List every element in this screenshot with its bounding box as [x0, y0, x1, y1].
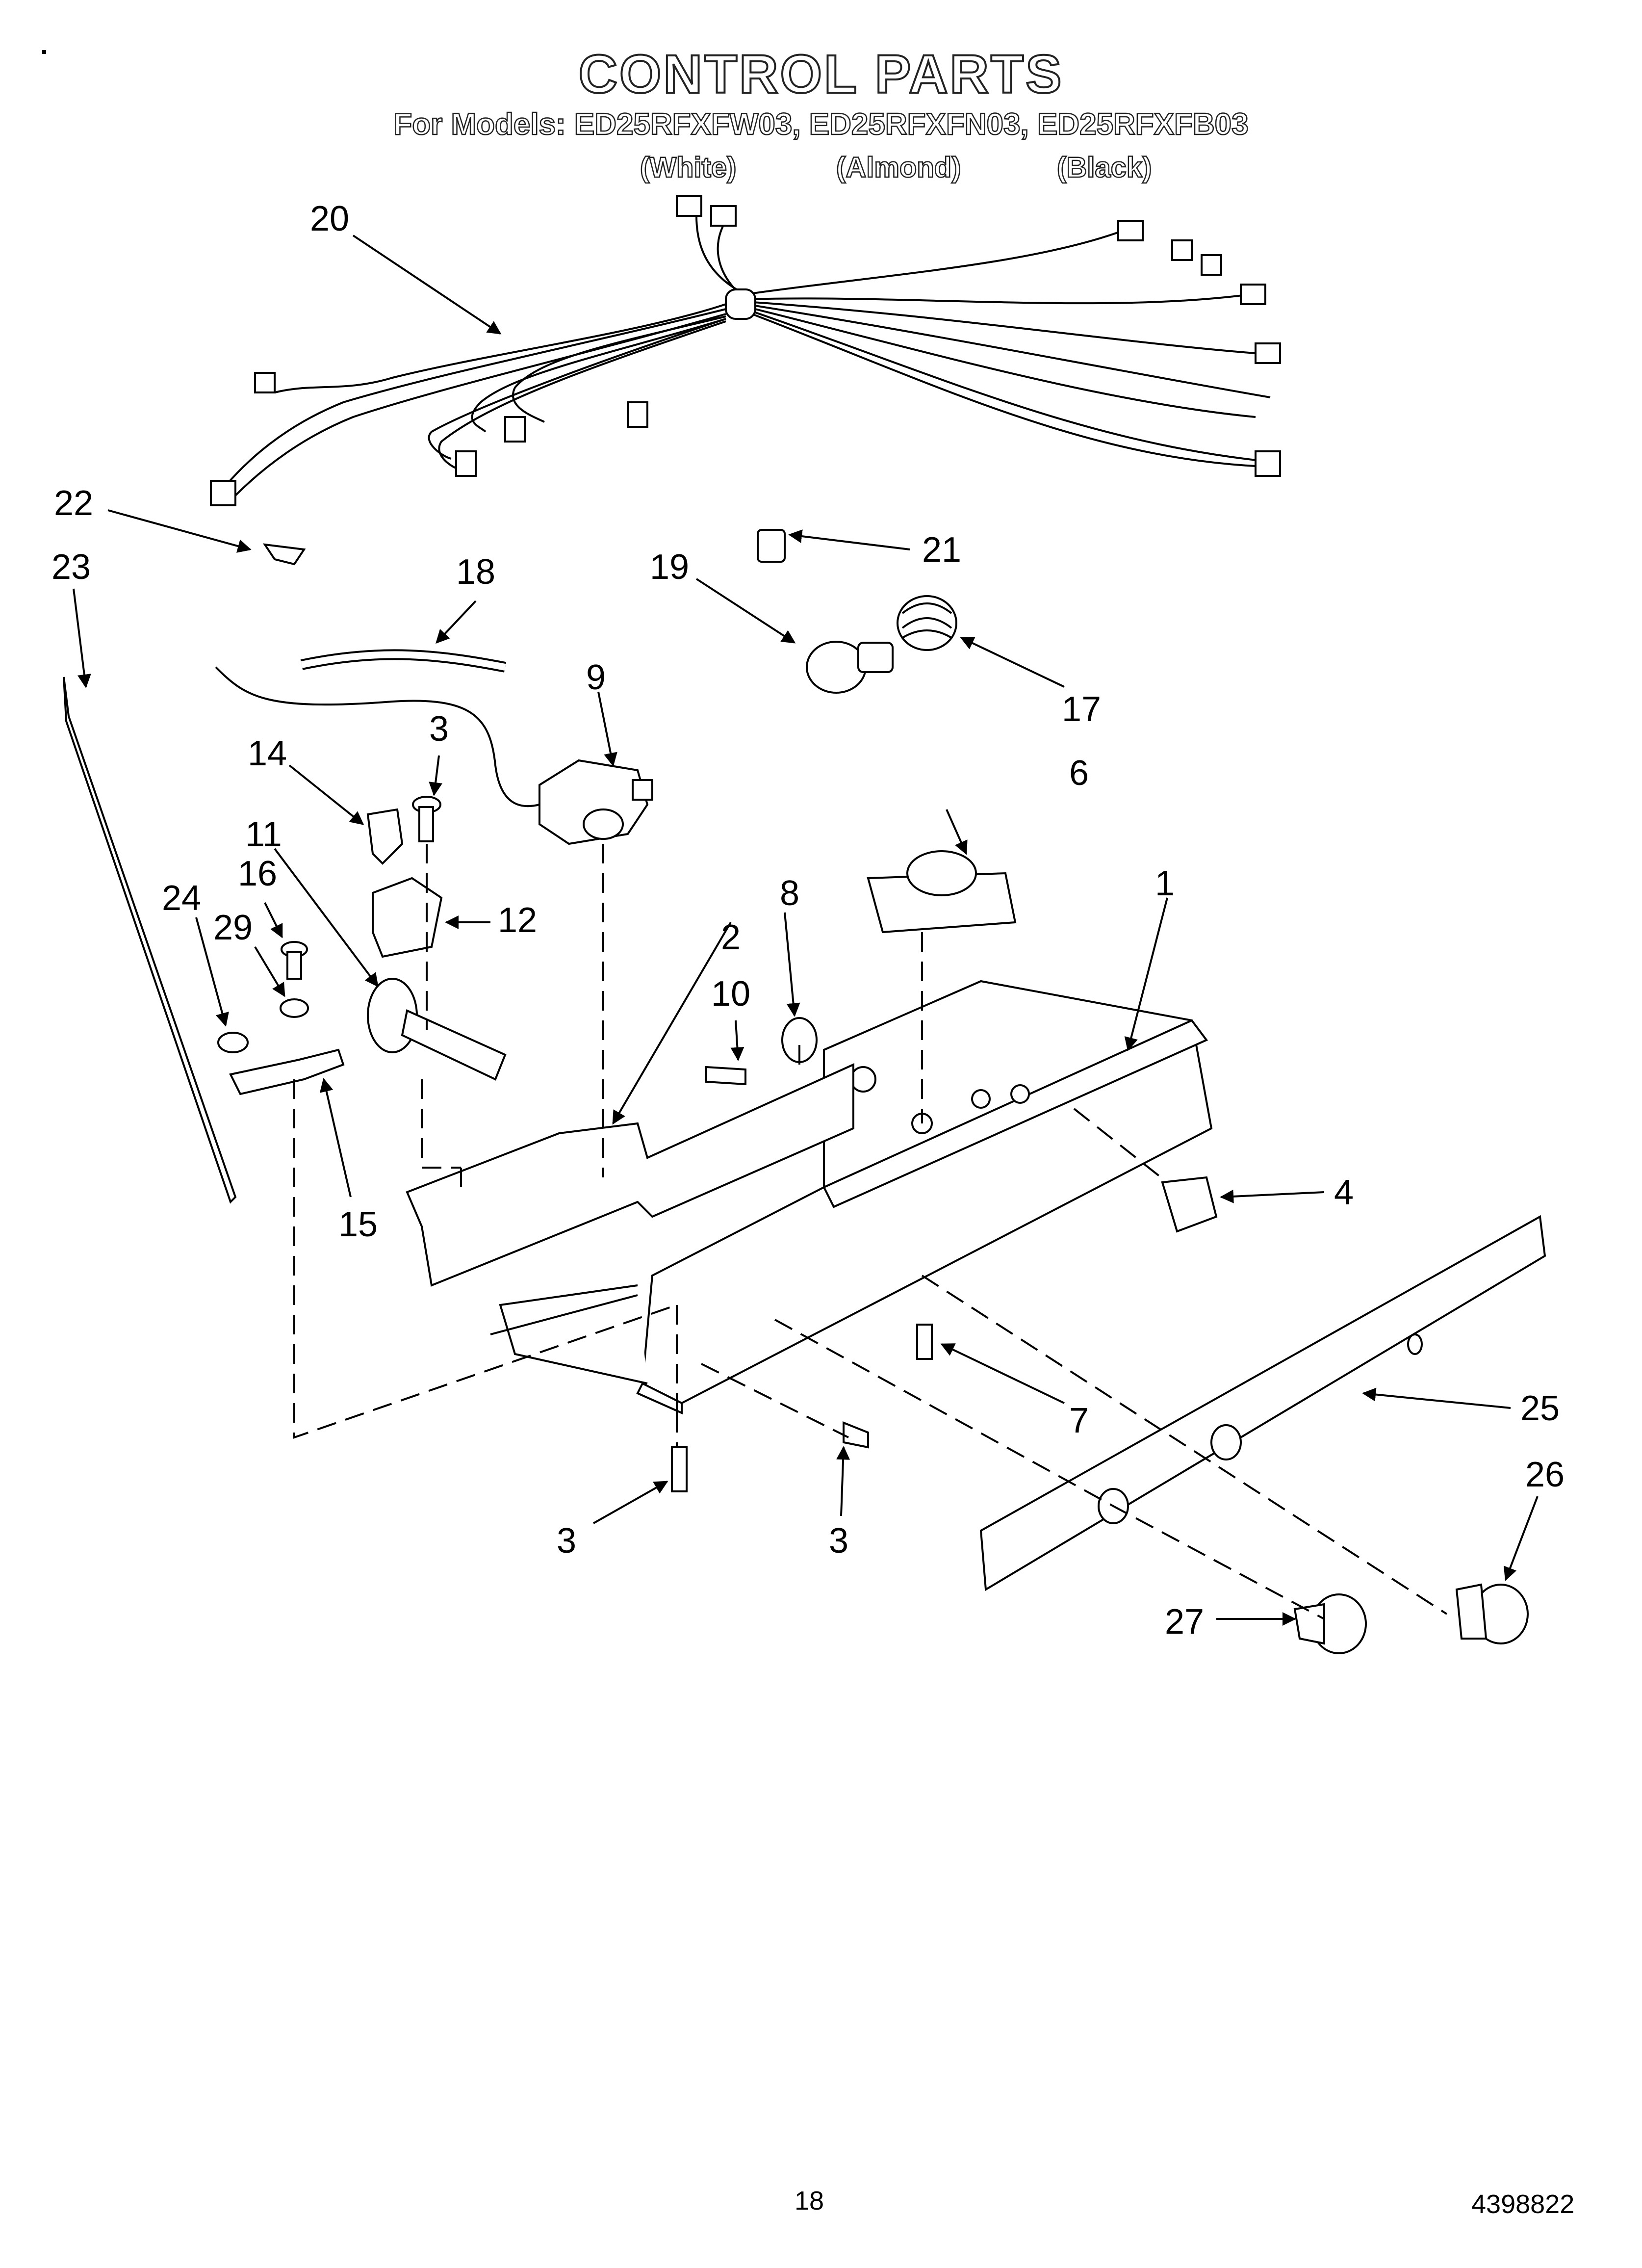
control-shaft-part	[367, 978, 507, 1081]
screw-part	[412, 796, 441, 842]
callout-11: 11	[245, 815, 282, 854]
rod-part-23	[63, 677, 237, 1204]
callout-14: 14	[248, 734, 287, 773]
document-number: 4398822	[1471, 2190, 1575, 2219]
wire-harness-part	[210, 195, 1281, 506]
corner-mark	[42, 50, 46, 54]
screw-part-10	[705, 1066, 746, 1086]
assembly-lines	[293, 844, 1448, 1620]
switch-part-4	[1161, 1176, 1218, 1233]
bracket-part-2	[406, 1063, 854, 1287]
clip-part-22	[262, 543, 306, 566]
callout-15: 15	[338, 1205, 378, 1244]
leader-arrows	[73, 235, 1539, 1626]
thermostat-part	[539, 759, 653, 845]
callout-29: 29	[213, 908, 253, 947]
washer-part-24	[217, 1032, 249, 1053]
models-line: For Models: ED25RFXFW03, ED25RFXFN03, ED…	[393, 107, 1249, 142]
callout-3c: 3	[829, 1521, 848, 1561]
callout-3a: 3	[429, 709, 449, 749]
knob-part-27	[1293, 1593, 1367, 1654]
variant-black: (Black)	[1056, 151, 1153, 184]
callout-1: 1	[1155, 864, 1175, 903]
callout-18: 18	[456, 552, 495, 592]
callout-26: 26	[1525, 1455, 1565, 1494]
callout-4: 4	[1334, 1173, 1354, 1212]
callout-6: 6	[1069, 754, 1089, 793]
callout-labels: 20 22 23 18 21 19 17 9 3 14 11 16 12 6 8…	[51, 199, 1565, 1642]
washer-part-29	[280, 998, 309, 1018]
bracket-part-12	[372, 877, 443, 958]
page-number: 18	[795, 2186, 824, 2216]
callout-9: 9	[586, 658, 606, 697]
callout-21: 21	[922, 530, 961, 570]
callout-20: 20	[310, 199, 349, 238]
defrost-timer-part	[867, 850, 1017, 934]
clip-part-14	[366, 808, 404, 865]
lever-part-15	[229, 1048, 345, 1095]
callout-19: 19	[650, 547, 689, 587]
callout-25: 25	[1520, 1389, 1560, 1428]
variant-almond: (Almond)	[836, 151, 962, 184]
lamp-socket-part	[897, 595, 957, 651]
callout-8: 8	[780, 874, 799, 913]
callout-7: 7	[1069, 1401, 1089, 1440]
callout-12: 12	[498, 901, 537, 940]
light-bulb-part	[806, 641, 894, 694]
callout-2: 2	[721, 918, 741, 957]
screw-part-16	[281, 941, 308, 980]
callout-16: 16	[238, 854, 277, 893]
knob-part-26	[1455, 1583, 1529, 1644]
screw-part-3b	[843, 1421, 869, 1449]
screw-part-3c	[671, 1446, 688, 1492]
callout-17: 17	[1062, 690, 1101, 729]
callout-22: 22	[54, 484, 93, 523]
callout-23: 23	[51, 547, 91, 587]
control-housing-part	[490, 980, 1213, 1415]
clip-part-21	[757, 529, 786, 563]
page-title: CONTROL PARTS	[577, 43, 1064, 105]
callout-27: 27	[1165, 1602, 1204, 1642]
callout-3b: 3	[557, 1521, 576, 1561]
capillary-tube-part	[215, 649, 540, 808]
screw-part-7	[916, 1324, 933, 1360]
callout-10: 10	[711, 974, 750, 1014]
variant-white: (White)	[640, 151, 737, 184]
callout-24: 24	[162, 879, 201, 918]
